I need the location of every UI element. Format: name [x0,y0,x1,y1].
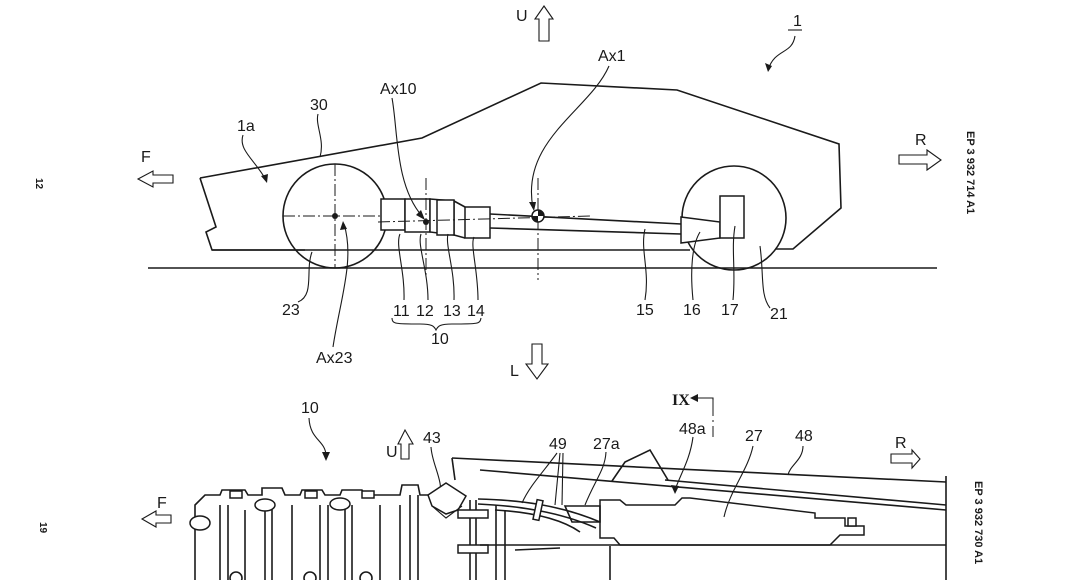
reference-leader [767,35,796,71]
section-marker: IX [672,392,690,409]
engine-block [189,484,430,580]
label-part-14: 14 [467,303,485,320]
label-part-48a: 48a [679,421,706,438]
label-part-27: 27 [745,428,763,445]
propeller-shaft-lower [489,227,682,235]
group-brace [391,317,482,332]
direction-label-front-bottom: F [157,495,167,512]
rear-arrow-bottom-icon [890,448,921,470]
label-propeller-shaft: 15 [636,302,654,319]
direction-label-front: F [141,149,151,166]
rear-arrow-icon [898,148,942,172]
propeller-shaft-upper [489,213,682,225]
panel-48-top [451,457,947,483]
label-part-12: 12 [416,303,434,320]
rear-part-17 [719,195,745,239]
up-arrow-bottom-icon [397,428,414,460]
label-part-43: 43 [423,430,441,447]
front-arrow-icon [136,170,174,188]
label-part-16: 16 [683,302,701,319]
page-number-top: 12 [33,178,44,190]
label-axis-front-wheel: Ax23 [316,350,353,367]
page-number-bottom: 19 [37,522,48,534]
bump-48a [611,448,669,482]
label-part-48: 48 [795,428,813,445]
bottom-figure: 19 EP 3 932 730 A1 10 U 43 F R IX [37,392,984,580]
label-part-11: 11 [393,303,410,320]
label-axis-powertrain: Ax10 [380,81,417,98]
direction-label-left: L [510,363,519,380]
publication-number-bottom: EP 3 932 730 A1 [972,481,984,564]
part-27-shape [599,497,865,546]
direction-label-up: U [516,8,528,25]
label-body-front: 1a [237,118,255,135]
front-wheel-axis-dot [332,213,338,219]
label-part-49: 49 [549,436,567,453]
rear-part-16 [680,216,721,244]
label-powertrain-group: 10 [431,331,449,348]
top-figure: 12 EP 3 932 714 A1 U F R L 1 [33,5,976,380]
front-arrow-bottom-icon [140,510,172,528]
powertrain-part-14 [464,206,491,239]
powertrain-axis-dot [423,219,429,225]
label-part-13: 13 [443,303,461,320]
label-axis-vehicle: Ax1 [598,48,626,65]
up-arrow-icon [533,5,555,42]
publication-number-top: EP 3 932 714 A1 [964,131,976,214]
down-arrow-icon [524,343,550,380]
label-part-17: 17 [721,302,739,319]
label-rear-wheel: 21 [770,306,788,323]
label-part-27a: 27a [593,436,620,453]
direction-label-rear: R [915,132,927,149]
reference-vehicle-label: 1 [793,13,802,30]
label-assembly: 10 [301,400,319,417]
label-hood: 30 [310,97,328,114]
direction-label-up-bottom: U [386,444,398,461]
powertrain-part-11 [380,198,406,231]
label-front-wheel: 23 [282,302,300,319]
direction-label-rear-bottom: R [895,435,907,452]
